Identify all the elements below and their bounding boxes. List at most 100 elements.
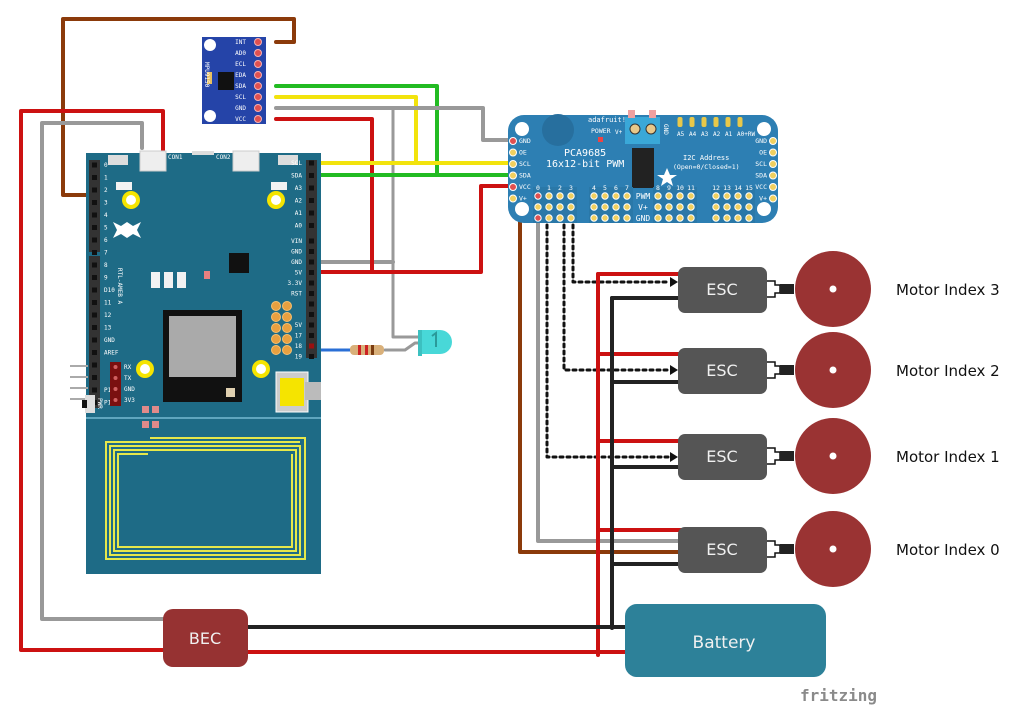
mpu-pin[interactable] xyxy=(254,82,262,90)
ameba-board[interactable]: CON1 CON2 0123456789D10111213GNDAREFP14P… xyxy=(70,150,321,574)
address-jumper[interactable] xyxy=(677,117,683,127)
pwm-pin[interactable] xyxy=(745,203,753,211)
orange-header-pin[interactable] xyxy=(271,345,281,355)
pca-left-pin[interactable] xyxy=(509,183,517,191)
pca-left-pin[interactable] xyxy=(509,160,517,168)
ameba-left-pin[interactable] xyxy=(92,212,97,218)
ameba-right-pin[interactable] xyxy=(309,291,314,296)
ameba-right-pin[interactable] xyxy=(309,259,314,265)
pwm-pin[interactable] xyxy=(734,192,742,200)
mpu-pin[interactable] xyxy=(254,71,262,79)
pwm-pin[interactable] xyxy=(567,214,575,222)
ameba-left-pin[interactable] xyxy=(92,350,97,355)
ameba-left-pin[interactable] xyxy=(92,200,97,205)
pwm-pin[interactable] xyxy=(623,203,631,211)
pwm-pin[interactable] xyxy=(534,214,542,222)
pwm-pin[interactable] xyxy=(745,214,753,222)
pwm-pin[interactable] xyxy=(712,203,720,211)
motor-1[interactable]: Motor Index 2 xyxy=(795,332,1000,408)
pca-right-pin[interactable] xyxy=(769,137,777,145)
ameba-right-pin[interactable] xyxy=(309,301,314,307)
pwm-pin[interactable] xyxy=(534,192,542,200)
pwm-pin[interactable] xyxy=(567,203,575,211)
pwm-pin[interactable] xyxy=(556,203,564,211)
orange-header-pin[interactable] xyxy=(271,323,281,333)
motor-2[interactable]: Motor Index 1 xyxy=(795,418,1000,494)
ameba-right-pin[interactable] xyxy=(309,185,314,191)
uart-pin[interactable] xyxy=(113,376,118,380)
ameba-left-pin[interactable] xyxy=(92,325,97,330)
ameba-right-pin[interactable] xyxy=(309,210,314,216)
pwm-pin[interactable] xyxy=(687,214,695,222)
reset-switch[interactable] xyxy=(108,155,128,165)
ameba-right-pin[interactable] xyxy=(309,238,314,244)
pwm-pin[interactable] xyxy=(665,203,673,211)
pwm-pin[interactable] xyxy=(687,192,695,200)
pca-right-pin[interactable] xyxy=(769,148,777,157)
mpu-pin[interactable] xyxy=(254,38,262,46)
orange-header-pin[interactable] xyxy=(282,334,292,344)
bec-block[interactable]: BEC xyxy=(163,609,248,667)
pwm-pin[interactable] xyxy=(687,203,695,211)
pwm-pin[interactable] xyxy=(654,214,662,222)
orange-header-pin[interactable] xyxy=(282,345,292,355)
pca-right-pin[interactable] xyxy=(769,160,777,168)
ameba-right-pin[interactable] xyxy=(309,198,314,203)
ameba-left-pin[interactable] xyxy=(92,337,97,343)
pwm-pin[interactable] xyxy=(623,192,631,200)
ameba-left-pin[interactable] xyxy=(92,225,97,230)
pwm-pin[interactable] xyxy=(723,203,731,211)
esc-2[interactable]: ESC xyxy=(678,434,794,480)
ameba-left-pin[interactable] xyxy=(92,362,97,368)
ameba-left-pin[interactable] xyxy=(92,300,97,305)
mpu-pin[interactable] xyxy=(254,93,262,101)
pwm-pin[interactable] xyxy=(556,192,564,200)
ameba-left-pin[interactable] xyxy=(92,162,97,168)
ameba-right-pin[interactable] xyxy=(309,333,314,338)
pca-right-pin[interactable] xyxy=(769,171,777,180)
ameba-right-pin[interactable] xyxy=(309,160,314,166)
pwm-pin[interactable] xyxy=(590,192,598,200)
mpu-pin[interactable] xyxy=(254,60,262,68)
ameba-left-pin[interactable] xyxy=(92,187,97,193)
ameba-left-pin[interactable] xyxy=(92,175,97,180)
ameba-right-pin[interactable] xyxy=(309,249,314,254)
address-jumper[interactable] xyxy=(737,117,743,127)
pwm-pin[interactable] xyxy=(623,214,631,222)
pwm-pin[interactable] xyxy=(534,203,542,211)
uart-pin[interactable] xyxy=(113,387,118,391)
mpu-pin[interactable] xyxy=(254,104,262,112)
pwm-pin[interactable] xyxy=(676,192,684,200)
mode-switch[interactable] xyxy=(278,155,298,165)
mpu-pin[interactable] xyxy=(254,115,262,123)
ameba-right-pin[interactable] xyxy=(309,322,314,328)
pwm-pin[interactable] xyxy=(712,192,720,200)
pwm-pin[interactable] xyxy=(734,214,742,222)
ameba-right-pin[interactable] xyxy=(309,354,314,359)
ameba-left-pin[interactable] xyxy=(92,250,97,255)
orange-header-pin[interactable] xyxy=(282,312,292,322)
ameba-left-pin[interactable] xyxy=(92,287,97,293)
pwm-pin[interactable] xyxy=(601,203,609,211)
pwm-pin[interactable] xyxy=(545,192,553,200)
pwm-pin[interactable] xyxy=(612,203,620,211)
pwm-pin[interactable] xyxy=(590,203,598,211)
pwm-pin[interactable] xyxy=(556,214,564,222)
address-jumper[interactable] xyxy=(701,117,707,127)
ameba-right-pin[interactable] xyxy=(309,270,314,275)
pwm-pin[interactable] xyxy=(665,192,673,200)
ameba-left-pin[interactable] xyxy=(92,312,97,318)
uart-pin[interactable] xyxy=(113,398,118,402)
pca9685-board[interactable]: adafruit! POWER V+ GND PCA9685 16x12-bit… xyxy=(508,110,778,223)
power-switch[interactable] xyxy=(85,395,95,413)
pca-right-pin[interactable] xyxy=(769,183,777,191)
pwm-pin[interactable] xyxy=(676,203,684,211)
pwm-pin[interactable] xyxy=(745,192,753,200)
pwm-pin[interactable] xyxy=(723,192,731,200)
pwm-pin[interactable] xyxy=(567,192,575,200)
battery-block[interactable]: Battery xyxy=(625,604,826,677)
pca-right-pin[interactable] xyxy=(769,194,777,203)
pwm-pin[interactable] xyxy=(545,214,553,222)
ameba-right-pin[interactable] xyxy=(309,223,314,228)
pca-left-pin[interactable] xyxy=(509,194,517,203)
